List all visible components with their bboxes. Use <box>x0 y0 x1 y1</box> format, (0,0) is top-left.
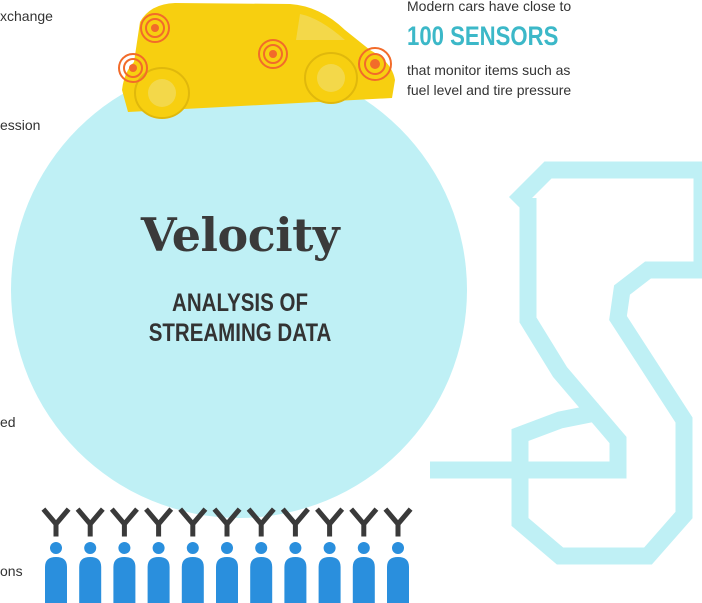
velocity-circle <box>11 62 467 518</box>
sensor-icon-2 <box>118 53 148 83</box>
person-body <box>216 557 238 603</box>
person-head <box>323 542 336 554</box>
person-head <box>50 542 62 554</box>
velocity-subtitle-line-2: STREAMING DATA <box>148 319 332 347</box>
person-icon <box>75 507 105 603</box>
sensor-icon-3 <box>258 39 288 69</box>
velocity-subtitle: ANALYSIS OF STREAMING DATA <box>101 288 380 348</box>
sensor-intro-text: Modern cars have close to <box>407 0 572 14</box>
person-body <box>79 557 102 603</box>
sensor-description-line-2: fuel level and tire pressure <box>407 82 572 98</box>
fragment-ed: ed <box>0 414 16 430</box>
antenna-icon <box>178 507 208 537</box>
antenna-icon <box>349 507 379 537</box>
person-head <box>357 542 370 554</box>
person-icon <box>246 507 276 603</box>
person-body <box>318 557 341 603</box>
person-head <box>289 542 302 554</box>
fragment-exchange: xchange <box>0 8 53 24</box>
antenna-icon <box>315 507 345 537</box>
person-head <box>392 542 404 554</box>
person-icon <box>41 507 71 603</box>
people-row <box>41 507 413 603</box>
person-body <box>250 557 273 603</box>
antenna-icon <box>383 507 413 537</box>
person-icon <box>109 507 139 603</box>
person-body <box>147 557 170 603</box>
antenna-icon <box>144 507 174 537</box>
person-body <box>352 557 375 603</box>
person-body <box>181 557 204 603</box>
person-head <box>186 542 199 554</box>
velocity-title: Velocity <box>140 208 340 262</box>
antenna-icon <box>75 507 105 537</box>
person-icon <box>349 507 379 603</box>
antenna-icon <box>41 507 71 537</box>
person-body <box>387 557 409 603</box>
sensor-description-line-1: that monitor items such as <box>407 62 571 78</box>
velocity-subtitle-line-1: ANALYSIS OF <box>172 289 308 317</box>
fragment-ession: ession <box>0 117 41 133</box>
antenna-icon <box>109 507 139 537</box>
person-head <box>84 542 97 554</box>
person-head <box>152 542 165 554</box>
person-head <box>221 542 233 554</box>
person-head <box>118 542 131 554</box>
person-head <box>255 542 268 554</box>
person-icon <box>315 507 345 603</box>
person-body <box>284 557 307 603</box>
person-icon <box>178 507 208 603</box>
antenna-icon <box>212 507 242 537</box>
person-icon <box>280 507 310 603</box>
sensor-icon-1 <box>140 13 170 43</box>
sensor-icon-4 <box>358 47 392 81</box>
fragment-ons: ons <box>0 563 23 579</box>
s-shape-outline <box>508 161 702 565</box>
sensor-description: that monitor items such as fuel level an… <box>407 60 571 100</box>
person-icon <box>212 507 242 603</box>
person-body <box>45 557 67 603</box>
antenna-icon <box>280 507 310 537</box>
person-icon <box>144 507 174 603</box>
person-body <box>113 557 136 603</box>
sensor-count-highlight: 100 SENSORS <box>407 21 559 51</box>
antenna-icon <box>246 507 276 537</box>
person-icon <box>383 507 413 603</box>
s-shape-inner <box>430 198 627 479</box>
